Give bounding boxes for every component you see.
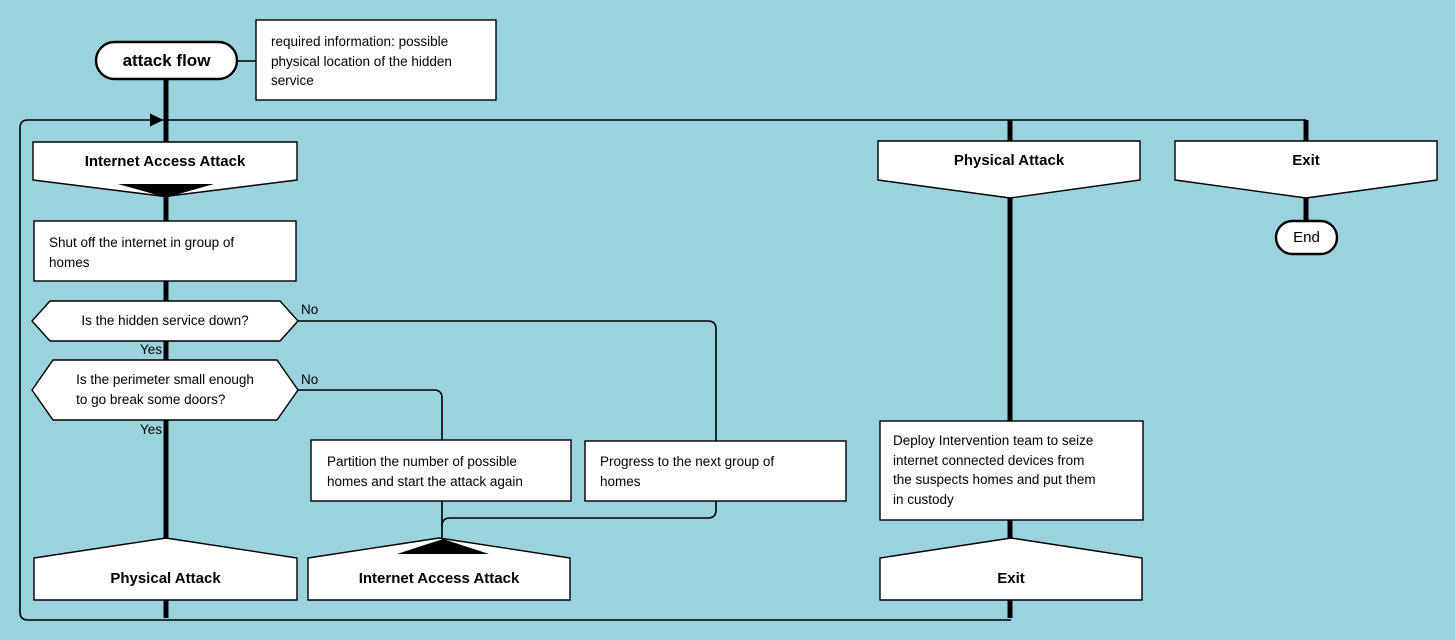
service-down-no-label: No bbox=[301, 302, 319, 317]
note-text: required information: possible physical … bbox=[271, 34, 452, 88]
progress-shape bbox=[584, 440, 847, 502]
deploy-shape bbox=[879, 420, 1144, 521]
note-shape bbox=[255, 19, 497, 101]
shut-off-text: Shut off the internet in group of homes bbox=[49, 235, 235, 270]
decision-service-down-text: Is the hidden service down? bbox=[81, 313, 249, 328]
end-terminator-shape bbox=[1274, 219, 1339, 256]
arrowhead-down-icon bbox=[118, 184, 214, 198]
service-down-yes-label: Yes bbox=[139, 342, 162, 357]
start-terminator-label: attack flow bbox=[122, 50, 211, 70]
goto-exit-label: Exit bbox=[997, 570, 1025, 587]
shut-off-shape bbox=[33, 220, 297, 282]
goto-physical-attack-shape bbox=[33, 537, 298, 601]
goto-exit-shape bbox=[879, 537, 1143, 601]
service-down-no-line bbox=[298, 320, 717, 527]
section-exit-top-label: Exit bbox=[1292, 152, 1320, 169]
perimeter-no-line bbox=[298, 389, 443, 441]
decision-perimeter-shape bbox=[31, 359, 299, 421]
section-internet-attack-top-label: Internet Access Attack bbox=[84, 152, 246, 170]
section-exit-top-shape bbox=[1174, 140, 1438, 199]
arrowhead-right-icon bbox=[150, 113, 164, 127]
goto-internet-attack-label: Internet Access Attack bbox=[358, 570, 520, 587]
start-terminator-shape bbox=[94, 40, 239, 81]
progress-text: Progress to the next group of homes bbox=[600, 454, 775, 489]
goto-internet-attack-shape bbox=[307, 537, 571, 601]
decision-service-down-shape bbox=[31, 300, 299, 342]
goto-physical-attack-label: Physical Attack bbox=[110, 570, 221, 587]
perimeter-yes-label: Yes bbox=[139, 422, 162, 437]
end-terminator-label: End bbox=[1293, 228, 1320, 246]
section-physical-attack-top-shape bbox=[877, 140, 1141, 199]
perimeter-no-label: No bbox=[301, 372, 319, 387]
section-internet-attack-top-shape bbox=[32, 141, 298, 198]
section-physical-attack-top-label: Physical Attack bbox=[953, 152, 1065, 169]
arrowhead-up-wedge-icon bbox=[397, 539, 489, 554]
decision-perimeter-text: Is the perimeter small enough to go brea… bbox=[76, 372, 254, 407]
deploy-text: Deploy Intervention team to seize intern… bbox=[893, 433, 1096, 507]
loop-bus-line bbox=[19, 119, 1306, 621]
partition-shape bbox=[310, 439, 572, 502]
partition-text: Partition the number of possible homes a… bbox=[327, 454, 523, 489]
